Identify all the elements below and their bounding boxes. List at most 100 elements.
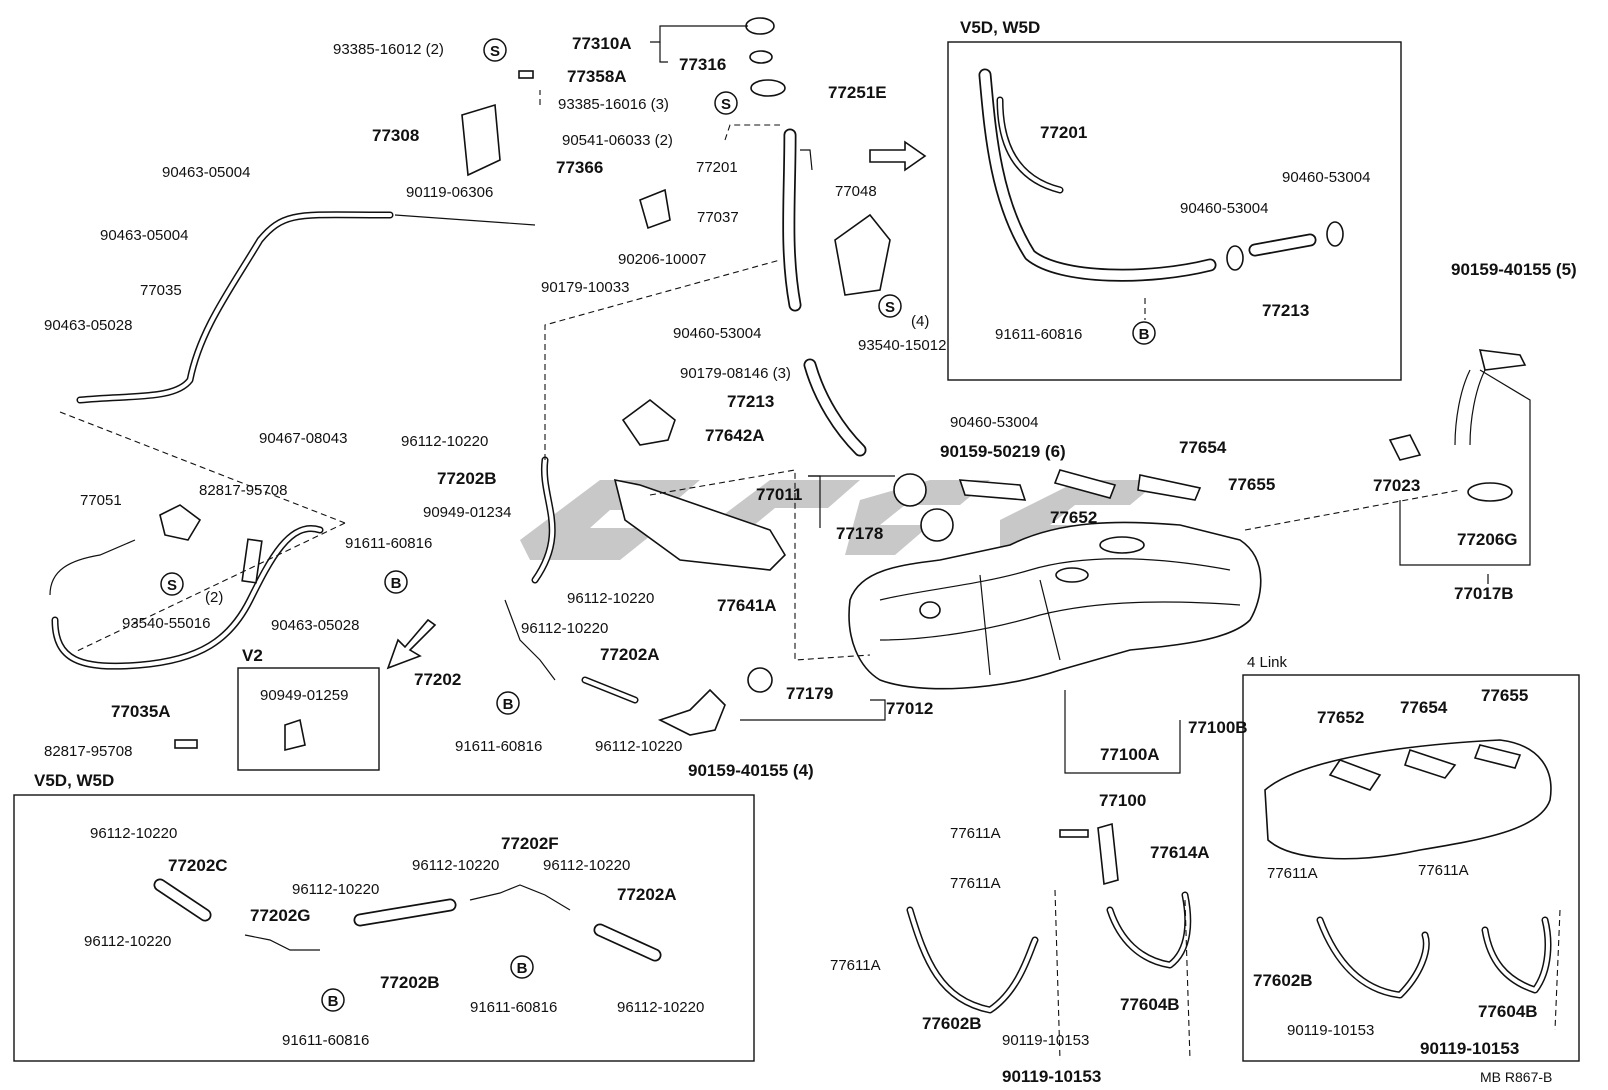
part-label: 90467-08043 [259,430,347,447]
part-label: 77654 [1179,438,1227,457]
part-label: 90159-40155 (4) [688,761,814,780]
part-label: 96112-10220 [521,620,608,637]
part-label: 77611A [950,875,1001,892]
seal-77251E [750,79,786,97]
section-title-4-link: 4 Link [1247,654,1288,671]
dash-line-4 [649,469,871,661]
part-label: (2) [205,589,223,606]
part-label: 77641A [717,596,777,615]
part-label: 77652 [1317,708,1364,727]
label-82817-95708-a [241,538,263,584]
tube-77202 [504,599,556,681]
gasket-77316 [749,50,773,64]
svg-text:S: S [490,43,500,60]
hose-77202B [531,456,556,584]
part-label: 93385-16012 (2) [333,41,444,58]
protector-77048 [834,213,891,296]
dash-line-1 [59,411,346,524]
part-label: 77011 [756,485,802,504]
svg-text:B: B [328,993,339,1010]
section-title-v5d-w5d-bottom: V5D, W5D [34,771,114,790]
part-label: 82817-95708 [199,482,287,499]
part-label: 90119-10153 [1287,1022,1374,1039]
part-label: 77202B [437,469,497,488]
part-label: 96112-10220 [617,999,704,1016]
part-label: 77611A [950,825,1001,842]
four-link-strap-77602B [1316,916,1430,999]
part-label: 90119-10153 [1002,1067,1101,1086]
gasket-77178 [920,508,954,542]
clamp-90460-53004-a [1226,245,1244,271]
float-77023 [1388,434,1422,461]
part-label: 77611A [1267,865,1318,882]
svg-text:S: S [721,96,731,113]
svg-text:S: S [167,577,177,594]
part-label: 77614A [1150,843,1210,862]
part-label: 77202A [617,885,677,904]
part-label: 91611-60816 [282,1032,369,1049]
cable-77035A [49,525,324,670]
fuel-lid-77308 [461,103,501,177]
part-label: 77358A [567,67,627,86]
tube-77012 [657,688,726,736]
leader-77310A [650,25,748,43]
part-label: 77642A [705,426,765,445]
label-82817-95708-b [174,739,198,749]
part-label: 77037 [697,209,739,226]
part-label: 91611-60816 [345,535,432,552]
part-label: 90179-10033 [541,279,629,296]
part-label: 90463-05028 [271,617,359,634]
direction-arrow-right [869,140,927,172]
part-label: 77100B [1188,718,1248,737]
hose-77202A [581,676,639,704]
symbol-b: B [496,691,520,715]
part-label: 96112-10220 [401,433,488,450]
part-label: 77652 [1050,508,1097,527]
symbol-s: S [714,91,738,115]
part-label: 77100 [1099,791,1146,810]
part-label: 77048 [835,183,877,200]
symbol-b: B [510,955,534,979]
filler-pipe-77201-v5d [978,68,1217,282]
sender-unit-77017B [1454,349,1527,502]
v5d-w5d-hose-box [13,794,755,1062]
dash-line-3 [544,259,781,460]
part-label: 90541-06033 (2) [562,132,673,149]
part-label: 77655 [1228,475,1275,494]
bracket-77614A [1097,822,1119,886]
symbol-s: S [160,572,184,596]
part-label: 77012 [886,699,933,718]
leader-77017B [1399,369,1531,566]
dash-line-9 [1054,889,1061,1061]
direction-arrow-down-left [386,618,437,670]
section-title-v2: V2 [242,646,263,665]
bl-hose-77202A [593,923,662,962]
part-label: 77179 [786,684,833,703]
protector-77642A [621,398,676,446]
part-label: 96112-10220 [543,857,630,874]
band-77655 [1137,474,1202,501]
part-label: 90119-06306 [406,184,493,201]
part-label: 77213 [727,392,774,411]
leader-77100 [1064,690,1181,774]
part-label: 77202F [501,834,559,853]
bracket-77051 [159,504,202,541]
part-label: 96112-10220 [90,825,177,842]
part-label: 77202G [250,906,311,925]
svg-text:B: B [517,960,528,977]
part-label: 77202A [600,645,660,664]
part-label: 77100A [1100,745,1160,764]
svg-text:B: B [391,575,402,592]
part-label: 77035 [140,282,182,299]
leader-77012 [740,699,886,721]
part-label: 90460-53004 [1180,200,1268,217]
part-label: 77178 [836,524,883,543]
part-label: 77316 [679,55,726,74]
filler-pipe-77201 [782,128,813,312]
part-label: 77366 [556,158,603,177]
part-label: 77604B [1478,1002,1538,1021]
part-label: (4) [911,313,929,330]
part-label: 77206G [1457,530,1518,549]
bl-hose-77202C [153,878,212,922]
